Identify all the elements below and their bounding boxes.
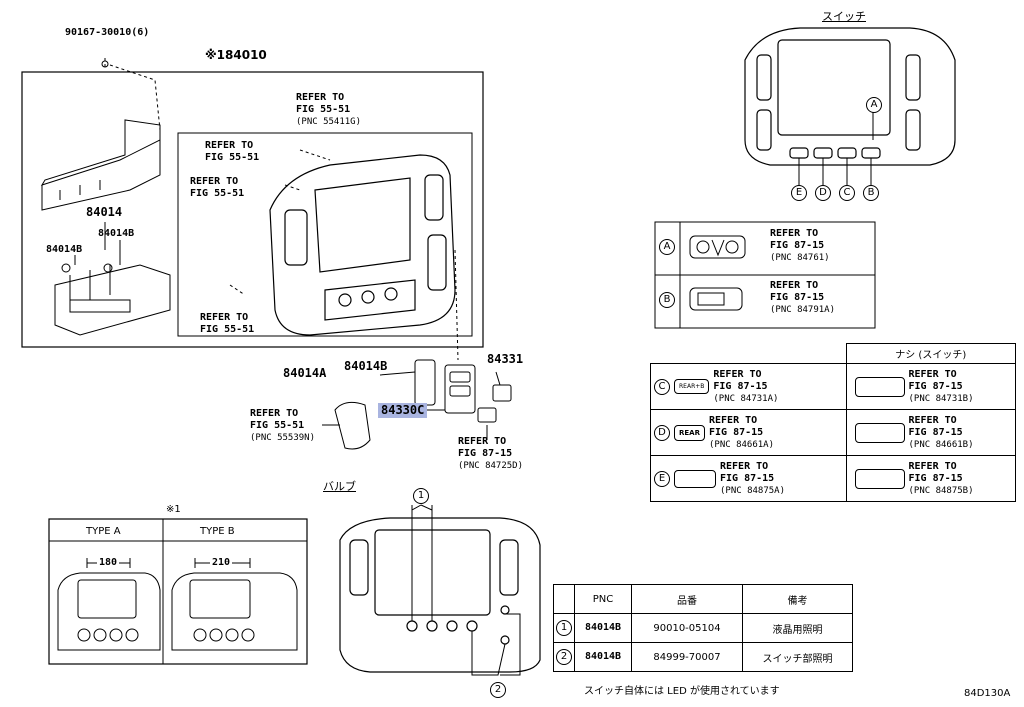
type-b-label: TYPE B [200, 526, 235, 537]
main-assembly-number: ※184010 [205, 48, 267, 62]
part-84014b-mid: 84014B [344, 359, 388, 373]
table-mark-b: B [659, 292, 675, 308]
switch-panel-drawing [744, 27, 956, 166]
marker-b: B [863, 185, 879, 201]
marker-a: A [866, 97, 882, 113]
part-84014b-left: 84014B [46, 244, 83, 255]
bulb-section-title: バルブ [323, 480, 356, 493]
part-84014b-center: 84014B [98, 228, 135, 239]
bezel-refer-box [177, 132, 473, 337]
bolt-part-number: 90167-30010(6) [65, 27, 150, 38]
type-box [48, 518, 308, 665]
bulb-panel-drawing [339, 517, 541, 673]
diagram-id: 84D130A [964, 688, 1011, 699]
type-a-label: TYPE A [86, 526, 121, 537]
part-84330c-highlight[interactable]: 84330C [378, 403, 428, 418]
bulb-table-row-1: 1 84014B 90010-05104 液晶用照明 [553, 613, 853, 643]
part-84014: 84014 [86, 205, 123, 219]
type-b-dimension: 210 [210, 557, 233, 568]
part-84014a: 84014A [283, 366, 327, 380]
bezel-drawing [269, 154, 456, 336]
none-header: ナシ (スイッチ) [845, 343, 1016, 364]
type-a-dimension: 180 [97, 557, 120, 568]
bracket-drawing [40, 119, 161, 211]
marker-c: C [839, 185, 855, 201]
bulb-footnote: スイッチ自体には LED が使用されています [584, 686, 780, 697]
type-b-drawing [171, 572, 298, 651]
bulb-table-row-2: 2 84014B 84999-70007 スイッチ部照明 [553, 642, 853, 672]
type-a-drawing [57, 572, 161, 651]
main-assembly-box [21, 71, 484, 348]
switch-icon-c: REAR+B [674, 379, 710, 394]
part-84331: 84331 [487, 352, 524, 366]
bulb-marker-1: 1 [413, 488, 429, 504]
bulb-marker-2: 2 [490, 682, 506, 698]
switch-icon-d: REAR [674, 424, 705, 441]
switch-section-title: スイッチ [822, 10, 866, 23]
type-note-mark: ※1 [166, 504, 181, 515]
switch-icon-e [674, 469, 716, 488]
table-mark-a: A [659, 239, 675, 255]
marker-d: D [815, 185, 831, 201]
switch-module-drawing [414, 359, 512, 423]
circuit-board-drawing [54, 264, 171, 336]
bulb-table: PNC 品番 備考 1 84014B 90010-05104 液晶用照明 2 8… [553, 584, 853, 672]
marker-e: E [791, 185, 807, 201]
